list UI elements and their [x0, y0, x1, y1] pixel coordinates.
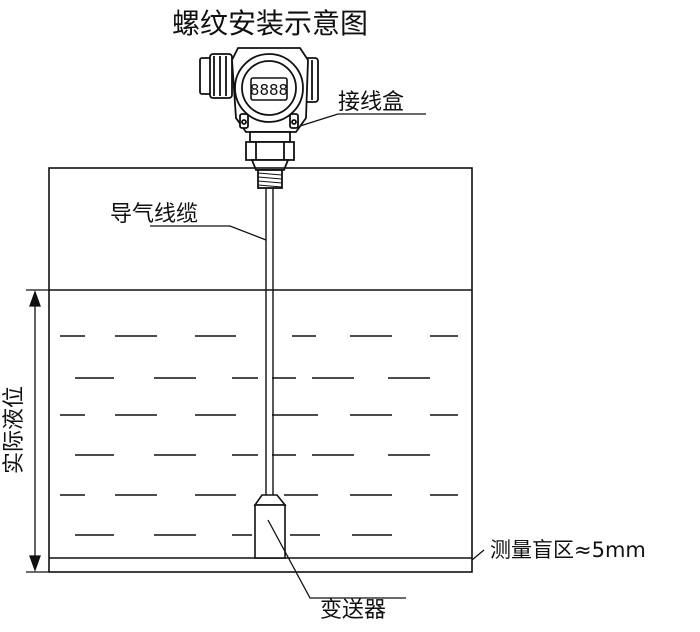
diagram-title: 螺纹安装示意图 — [172, 7, 368, 40]
probe-transmitter — [253, 494, 287, 559]
display-digits: 8888 — [250, 81, 288, 99]
actual-level-dimension — [26, 289, 49, 573]
leader-lines — [150, 113, 485, 599]
vent-cable-label: 导气线缆 — [110, 202, 198, 227]
junction-box-label: 接线盒 — [338, 90, 404, 115]
transmitter-label: 变送器 — [320, 598, 386, 623]
actual-level-label: 实际液位 — [2, 386, 27, 474]
thread-lines — [257, 172, 283, 188]
tank-outline — [48, 167, 473, 573]
vent-cable — [265, 188, 274, 495]
blind-zone-label: 测量盲区≈5mm — [490, 538, 646, 562]
junction-box — [199, 47, 319, 189]
liquid-dashes — [60, 335, 458, 536]
